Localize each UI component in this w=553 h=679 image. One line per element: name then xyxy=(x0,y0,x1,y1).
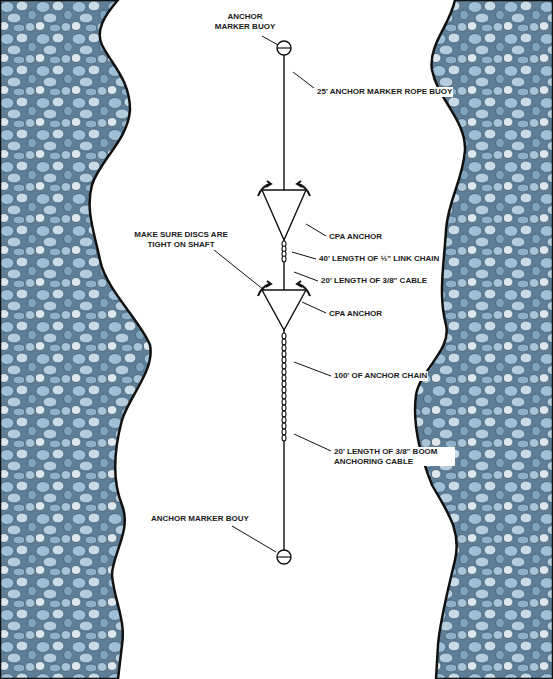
chain-link xyxy=(282,399,286,405)
callout-label: 40' LENGTH OF ½" LINK CHAIN xyxy=(318,254,440,264)
chain-link xyxy=(282,411,286,417)
buoy-mark xyxy=(277,556,291,557)
anchor-disc xyxy=(258,181,271,196)
callout-label: 25' ANCHOR MARKER ROPE BUOY xyxy=(316,87,453,97)
chain-link xyxy=(282,345,286,351)
right-bank xyxy=(415,0,553,679)
callout-label: ANCHOR MARKER BOUY xyxy=(150,514,250,524)
anchor-disc xyxy=(297,281,310,296)
callout-label: CPA ANCHOR xyxy=(328,232,383,242)
cpa-anchor xyxy=(262,290,306,330)
anchor-disc xyxy=(258,281,271,296)
chain-link xyxy=(282,363,286,369)
marker-buoy xyxy=(277,41,291,55)
chain-link xyxy=(282,405,286,411)
chain-link xyxy=(282,375,286,381)
chain-link xyxy=(282,423,286,429)
anchor-disc xyxy=(297,181,310,196)
callout-label: CPA ANCHOR xyxy=(328,309,383,319)
callout-label: 20' LENGTH OF 3/8" CABLE xyxy=(320,276,428,286)
chain-link xyxy=(282,417,286,423)
marker-buoy xyxy=(277,550,291,564)
chain-links xyxy=(282,241,286,441)
callout-label: ANCHOR MARKER BUOY xyxy=(212,12,278,31)
chain-link xyxy=(282,429,286,435)
chain-link xyxy=(282,387,286,393)
chain-link xyxy=(282,393,286,399)
chain-link xyxy=(282,381,286,387)
chain-link xyxy=(282,369,286,375)
callout-label: 20' LENGTH OF 3/8" BOOM ANCHORING CABLE xyxy=(333,447,455,466)
callout-label: MAKE SURE DISCS ARE TIGHT ON SHAFT xyxy=(132,230,230,249)
leader-lines xyxy=(214,36,331,552)
chain-link xyxy=(282,435,286,441)
chain-link xyxy=(282,357,286,363)
chain-link xyxy=(282,333,286,339)
buoy-mark xyxy=(277,47,291,48)
callout-label: 100' OF ANCHOR CHAIN xyxy=(333,371,428,381)
cpa-anchor xyxy=(262,190,306,240)
chain-link xyxy=(282,256,286,262)
left-bank xyxy=(0,0,151,679)
chain-link xyxy=(282,339,286,345)
chain-link xyxy=(282,351,286,357)
